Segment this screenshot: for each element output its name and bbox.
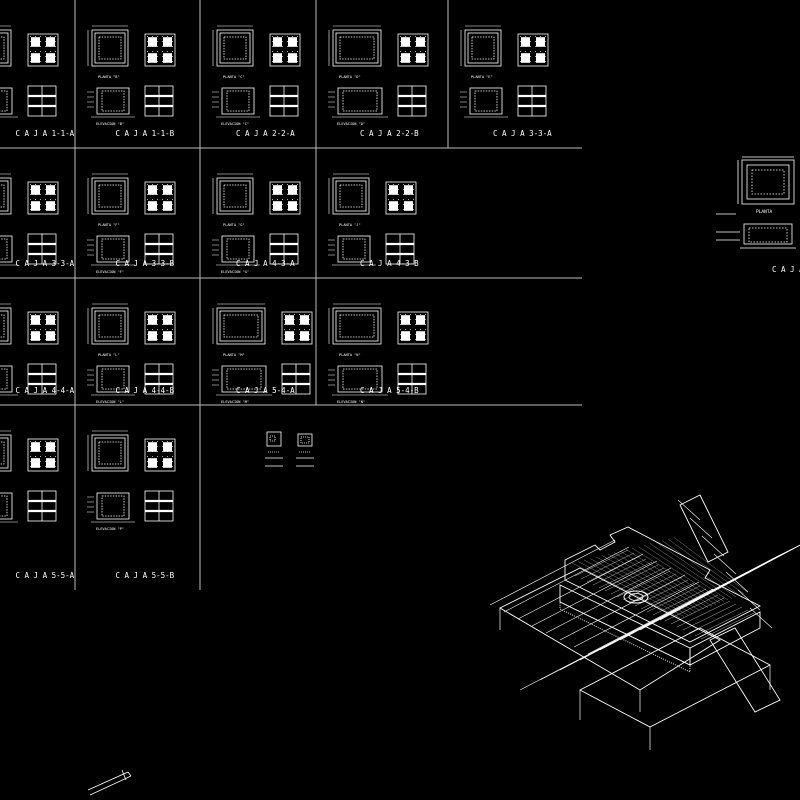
elevation-label: ELEVACION "P"	[96, 527, 124, 531]
right-caption: C A J A	[772, 265, 800, 274]
plan-label: PLANTA "C"	[223, 75, 245, 79]
box-detail-cell: PLANTA "M" ELEVACION "M"	[212, 303, 313, 404]
plan-label: PLANTA "G"	[223, 223, 245, 227]
elevation-label: ELEVACION "M"	[221, 400, 249, 404]
plan-label: PLANTA "M"	[223, 353, 245, 357]
cell-caption: C A J A 5-4-A	[236, 386, 295, 395]
cell-caption: C A J A 2-2-B	[360, 129, 419, 138]
box-detail-cell: PLANTA "C" ELEVACION "C"	[212, 25, 301, 126]
elevation-label: ELEVACION "N"	[337, 400, 365, 404]
plan-label: PLANTA "D"	[339, 75, 361, 79]
box-detail-cell: PLANTA "G" ELEVACION "G"	[212, 173, 301, 274]
elevation-label: ELEVACION "F"	[96, 270, 124, 274]
box-detail-cell: PLANTA "L" ELEVACION "L"	[87, 303, 176, 404]
small-detail-group	[265, 431, 314, 467]
box-detail-cell: ELEVACION "P"	[87, 430, 176, 531]
box-detail-cell: PLANTA "E"	[460, 25, 549, 118]
elevation-label: ELEVACION "G"	[221, 270, 249, 274]
right-plan-label: PLANTA	[756, 209, 773, 215]
box-detail-cell: PLANTA "D" ELEVACION "D"	[328, 25, 429, 126]
box-detail-cell	[0, 303, 59, 396]
elevation-label: ELEVACION "B"	[96, 122, 124, 126]
cell-captions: C A J A 1-1-A C A J A 1-1-B C A J A 2-2-A C…	[16, 129, 553, 580]
box-detail-cell	[0, 430, 59, 523]
cell-caption: C A J A 4-4-B	[116, 386, 175, 395]
cell-caption: C A J A 4-3-B	[360, 259, 419, 268]
sheet-grid-lines	[0, 0, 582, 590]
cell-caption: C A J A 4-4-A	[16, 386, 75, 395]
cell-caption: C A J A 3-3-A	[16, 259, 75, 268]
elevation-label: ELEVACION "C"	[221, 122, 249, 126]
plan-label: PLANTA "E"	[471, 75, 493, 79]
plan-label: PLANTA "N"	[339, 353, 361, 357]
cell-caption: C A J A 4-3-A	[236, 259, 295, 268]
cell-caption: C A J A 2-2-A	[236, 129, 295, 138]
plan-label: PLANTA "L"	[98, 353, 120, 357]
right-box-detail: PLANTA C A J A	[716, 156, 800, 274]
plan-label: PLANTA "J"	[339, 223, 361, 227]
box-detail-cell: PLANTA "J"	[328, 173, 417, 266]
cell-caption: C A J A 1-1-A	[16, 129, 75, 138]
cell-caption: C A J A 5-4-B	[360, 386, 419, 395]
plan-label: PLANTA "B"	[98, 75, 120, 79]
box-detail-cell: PLANTA "B" ELEVACION "B"	[87, 25, 176, 126]
cell-caption: C A J A 3-3-B	[116, 259, 175, 268]
pipe-fragment	[87, 769, 132, 796]
box-detail-cell	[0, 25, 59, 118]
elevation-label: ELEVACION "L"	[96, 400, 124, 404]
plan-label: PLANTA "F"	[98, 223, 120, 227]
box-detail-cells: PLANTA "B" ELEVACION "B" PLANTA "C" ELEVACI…	[0, 25, 549, 531]
cell-caption: C A J A 1-1-B	[116, 129, 175, 138]
box-detail-cell: PLANTA "F" ELEVACION "F"	[87, 173, 176, 274]
cell-caption: C A J A 5-5-B	[116, 571, 175, 580]
elevation-label: ELEVACION "D"	[337, 122, 365, 126]
cell-caption: C A J A 5-5-A	[16, 571, 75, 580]
box-detail-cell: PLANTA "N" ELEVACION "N"	[328, 303, 429, 404]
isometric-box-view	[489, 494, 800, 750]
box-detail-cell	[0, 173, 59, 266]
cell-caption: C A J A 3-3-A	[493, 129, 552, 138]
